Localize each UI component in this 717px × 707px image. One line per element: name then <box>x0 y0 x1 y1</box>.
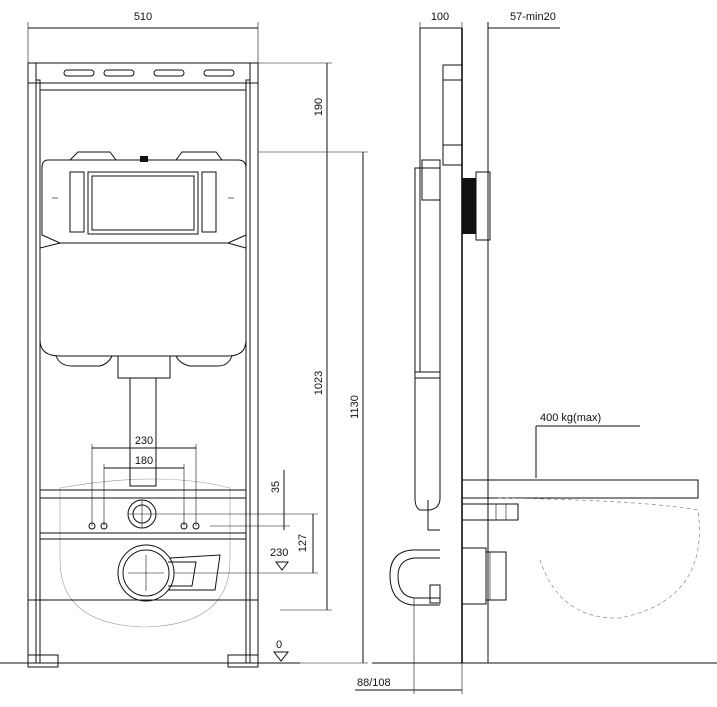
dim-floor-level: 0 <box>276 639 282 651</box>
dim-bolt-inner: 180 <box>135 455 153 467</box>
dim-top-height: 190 <box>313 98 325 116</box>
dim-inlet-offset: 35 <box>270 481 282 493</box>
dim-load: 400 kg(max) <box>540 412 601 424</box>
dim-frame-width: 510 <box>134 11 152 23</box>
dim-total-height: 1130 <box>349 395 361 419</box>
dim-flush-height: 1023 <box>313 371 325 395</box>
side-view: 400 kg(max) 100 57-min20 88/108 <box>355 11 717 694</box>
dim-drain-depth: 88/108 <box>357 677 391 689</box>
dim-wall-gap: 57-min20 <box>510 11 556 23</box>
dim-drain-height: 230 <box>270 547 288 559</box>
front-view: 510 190 1023 1130 230 180 35 127 <box>0 11 368 668</box>
dim-depth: 100 <box>431 11 449 23</box>
dim-bolt-outer: 230 <box>135 435 153 447</box>
dim-bolt-to-drain: 127 <box>297 534 309 552</box>
